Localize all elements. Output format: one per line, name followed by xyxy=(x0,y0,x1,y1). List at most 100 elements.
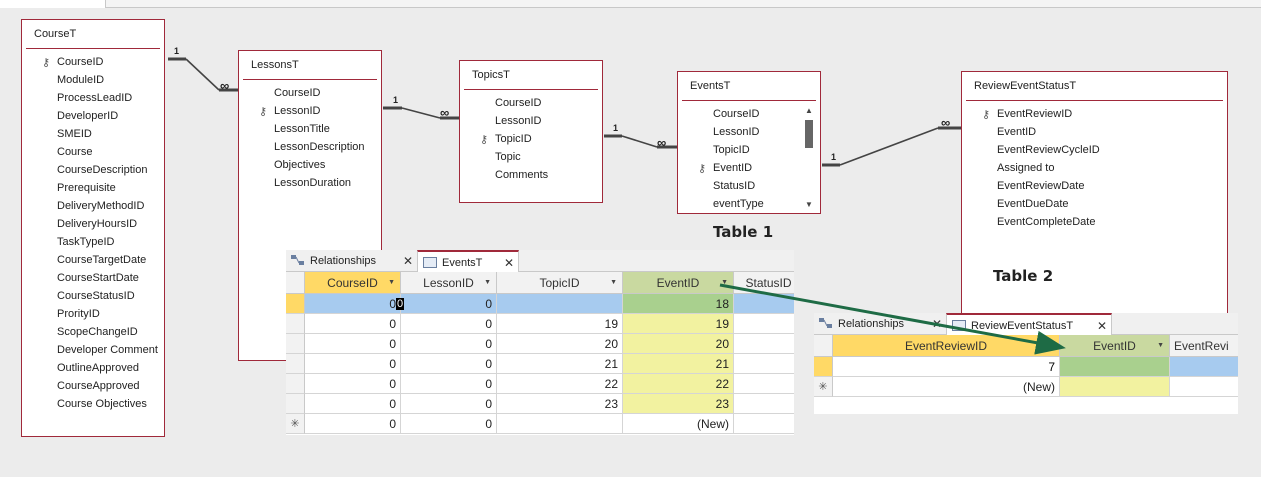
field-item[interactable]: CourseStartDate xyxy=(22,269,164,287)
grid-cell[interactable]: 0 xyxy=(401,294,497,314)
field-item[interactable]: LessonDuration xyxy=(239,174,381,192)
field-item[interactable]: ProcessLeadID xyxy=(22,89,164,107)
record-selector[interactable] xyxy=(286,374,305,394)
select-all-corner[interactable] xyxy=(286,272,305,294)
grid-cell[interactable] xyxy=(734,314,794,334)
field-item[interactable]: CourseID xyxy=(678,105,820,123)
column-header-eventid[interactable]: EventID▼ xyxy=(623,272,734,294)
grid-cell[interactable]: 23 xyxy=(497,394,623,414)
field-item[interactable]: StatusID xyxy=(678,177,820,195)
field-item[interactable]: ScopeChangeID xyxy=(22,323,164,341)
column-header-eventreviewdate[interactable]: EventRevi xyxy=(1170,335,1238,357)
grid-cell[interactable]: 0 xyxy=(305,354,401,374)
column-header-topicid[interactable]: TopicID▼ xyxy=(497,272,623,294)
grid-cell[interactable]: 20 xyxy=(623,334,734,354)
field-item[interactable]: LessonDescription xyxy=(239,138,381,156)
field-item[interactable]: ModuleID xyxy=(22,71,164,89)
table-title[interactable]: CourseT xyxy=(26,20,160,49)
dropdown-arrow-icon[interactable]: ▼ xyxy=(610,279,617,286)
record-selector[interactable] xyxy=(286,354,305,374)
grid-cell[interactable]: 0 xyxy=(305,394,401,414)
field-item[interactable]: ⚷CourseID xyxy=(22,53,164,71)
dropdown-arrow-icon[interactable]: ▼ xyxy=(1157,342,1164,349)
grid-cell[interactable]: 22 xyxy=(623,374,734,394)
column-header-eventreviewid[interactable]: EventReviewID xyxy=(833,335,1060,357)
field-item[interactable]: CourseDescription xyxy=(22,161,164,179)
field-item[interactable]: DeveloperID xyxy=(22,107,164,125)
active-cell-cursor[interactable]: 0 xyxy=(396,298,405,310)
field-item[interactable]: CourseID xyxy=(239,84,381,102)
column-header-courseid[interactable]: CourseID▼ xyxy=(305,272,401,294)
field-item[interactable]: ProrityID xyxy=(22,305,164,323)
grid-cell[interactable]: 0 xyxy=(401,374,497,394)
grid-cell[interactable]: 0 xyxy=(401,354,497,374)
grid-cell[interactable] xyxy=(734,354,794,374)
select-all-corner[interactable] xyxy=(814,335,833,357)
record-selector[interactable] xyxy=(286,294,305,314)
field-item[interactable]: EventReviewCycleID xyxy=(962,141,1227,159)
record-selector[interactable] xyxy=(286,314,305,334)
grid-cell[interactable] xyxy=(1060,377,1170,397)
grid-cell[interactable]: 0 xyxy=(401,334,497,354)
record-selector[interactable] xyxy=(286,394,305,414)
field-item[interactable]: Assigned to xyxy=(962,159,1227,177)
field-item[interactable]: EventID xyxy=(962,123,1227,141)
grid-cell[interactable] xyxy=(497,294,623,314)
field-item[interactable]: CourseApproved xyxy=(22,377,164,395)
scrollbar-thumb[interactable] xyxy=(805,120,813,148)
grid-cell[interactable]: 21 xyxy=(497,354,623,374)
field-item[interactable]: EventDueDate xyxy=(962,195,1227,213)
grid-cell[interactable] xyxy=(734,414,794,434)
grid-cell[interactable]: 7 xyxy=(833,357,1060,377)
grid-cell[interactable]: 0 xyxy=(401,394,497,414)
field-item[interactable]: SMEID xyxy=(22,125,164,143)
record-selector[interactable] xyxy=(286,334,305,354)
field-item[interactable]: Developer Comment xyxy=(22,341,164,359)
table-title[interactable]: EventsT xyxy=(682,72,816,101)
field-item[interactable]: EventReviewDate xyxy=(962,177,1227,195)
record-selector[interactable] xyxy=(814,357,833,377)
field-item[interactable]: EventCompleteDate xyxy=(962,213,1227,231)
field-item[interactable]: Course Objectives xyxy=(22,395,164,413)
column-header-lessonid[interactable]: LessonID▼ xyxy=(401,272,497,294)
new-record-icon[interactable]: ✳ xyxy=(814,377,833,397)
field-item[interactable]: CourseTargetDate xyxy=(22,251,164,269)
field-item[interactable]: eventType xyxy=(678,195,820,213)
field-item[interactable]: LessonTitle xyxy=(239,120,381,138)
close-icon[interactable]: ✕ xyxy=(1096,319,1107,333)
dropdown-arrow-icon[interactable]: ▼ xyxy=(388,279,395,286)
close-icon[interactable]: ✕ xyxy=(503,256,514,270)
dropdown-arrow-icon[interactable]: ▼ xyxy=(484,279,491,286)
grid-cell[interactable] xyxy=(734,394,794,414)
grid-cell[interactable]: (New) xyxy=(833,377,1060,397)
dropdown-arrow-icon[interactable]: ▼ xyxy=(721,279,728,286)
field-item[interactable]: LessonID xyxy=(678,123,820,141)
table-title[interactable]: ReviewEventStatusT xyxy=(966,72,1223,101)
field-item[interactable]: TaskTypeID xyxy=(22,233,164,251)
field-item[interactable]: Objectives xyxy=(239,156,381,174)
tab-relationships[interactable]: Relationships ✕ xyxy=(286,250,417,272)
table-row[interactable]: 7 xyxy=(814,357,1238,377)
field-item[interactable]: ⚷LessonID xyxy=(239,102,381,120)
grid-cell[interactable] xyxy=(734,374,794,394)
grid-cell[interactable]: 23 xyxy=(623,394,734,414)
grid-cell[interactable]: (New) xyxy=(623,414,734,434)
grid-cell[interactable]: 22 xyxy=(497,374,623,394)
tab-revieweventstatust[interactable]: ReviewEventStatusT ✕ xyxy=(946,313,1112,335)
grid-cell[interactable]: 0 xyxy=(305,314,401,334)
grid-cell[interactable] xyxy=(1170,377,1238,397)
grid-cell[interactable]: 0 xyxy=(305,334,401,354)
field-item[interactable]: OutlineApproved xyxy=(22,359,164,377)
grid-cell[interactable] xyxy=(1060,357,1170,377)
grid-cell[interactable]: 18 xyxy=(623,294,734,314)
